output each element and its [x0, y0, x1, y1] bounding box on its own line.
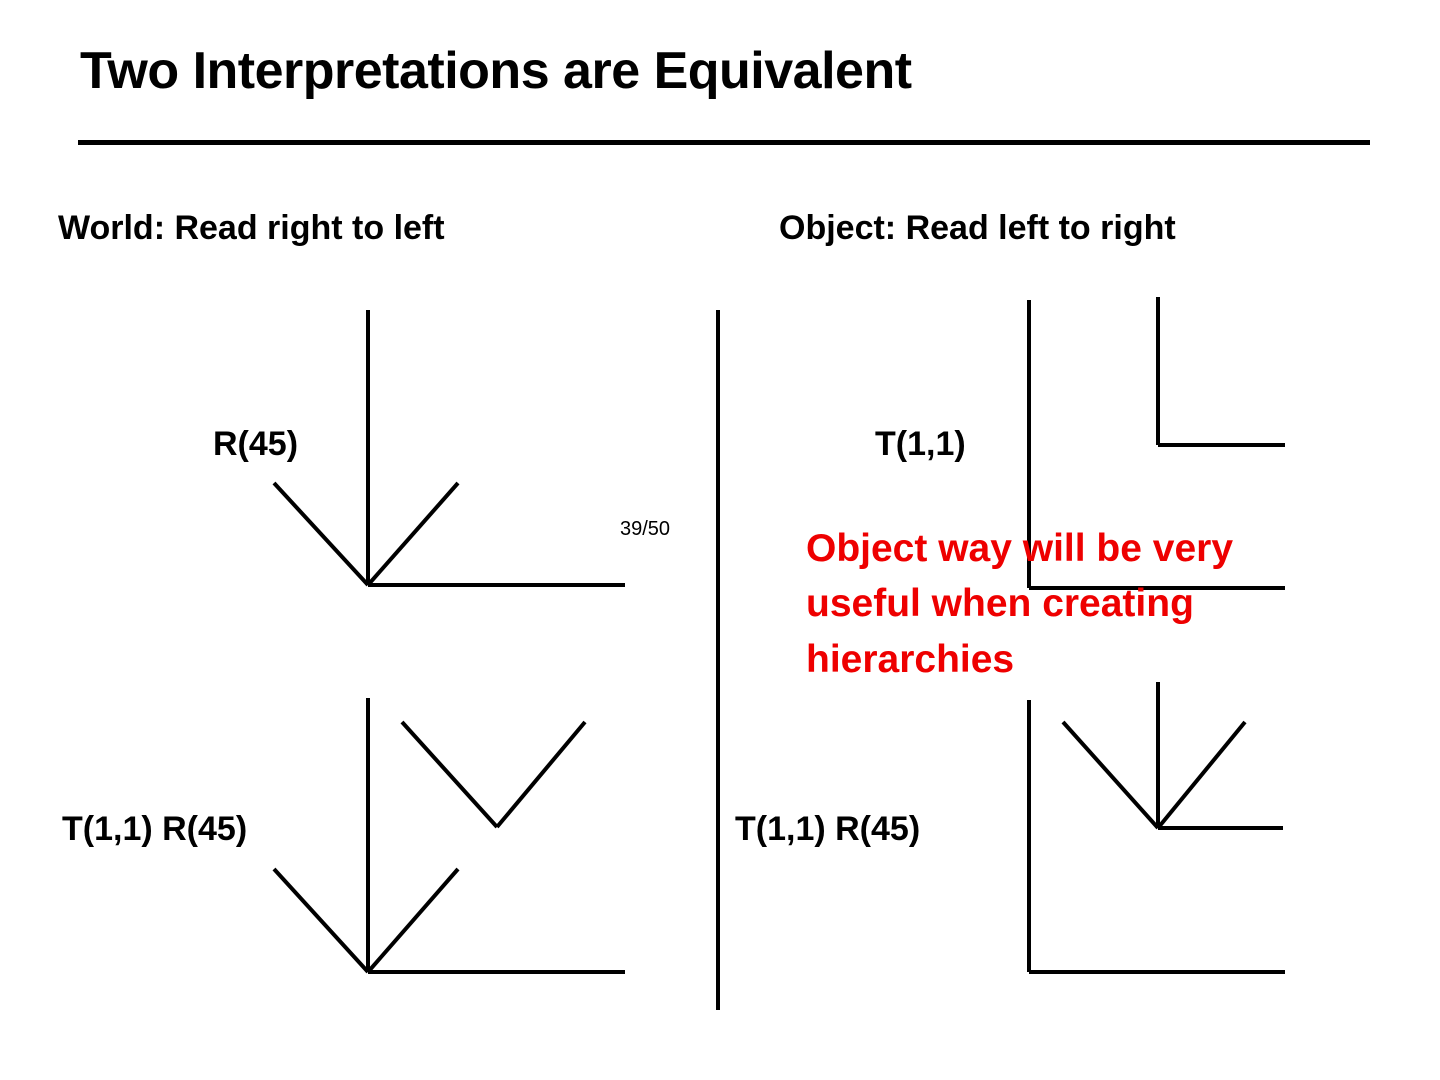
- diagram-label-top-left: R(45): [213, 425, 299, 463]
- diagram-top-left-rotated-frame: [272, 310, 625, 587]
- column-heading-world: World: Read right to left: [58, 209, 445, 247]
- diagram-label-top-right: T(1,1): [875, 425, 966, 463]
- inner-rotated-right-arm: [1156, 720, 1247, 830]
- title-divider-rule: [78, 140, 1370, 145]
- page-title: Two Interpretations are Equivalent: [80, 42, 912, 100]
- diagram-bottom-left-translate-then-rotate: [272, 698, 625, 974]
- page-number: 39/50: [620, 518, 671, 540]
- rotated-axis-right-arm: [366, 867, 460, 974]
- second-frame-right-arm: [495, 720, 587, 829]
- rotated-axis-left-arm: [272, 481, 370, 587]
- inner-rotated-left-arm: [1061, 720, 1160, 830]
- emphasis-note: Object way will be very useful when crea…: [806, 527, 1234, 681]
- diagram-label-bottom-left: T(1,1) R(45): [62, 810, 248, 848]
- diagram-bottom-right-rotate-in-translated-frame: [1027, 682, 1285, 974]
- rotated-axis-right-arm: [366, 481, 460, 587]
- rotated-axis-left-arm: [272, 867, 370, 974]
- diagram-label-bottom-right: T(1,1) R(45): [735, 810, 921, 848]
- column-heading-object: Object: Read left to right: [779, 209, 1176, 247]
- second-frame-left-arm: [400, 720, 499, 829]
